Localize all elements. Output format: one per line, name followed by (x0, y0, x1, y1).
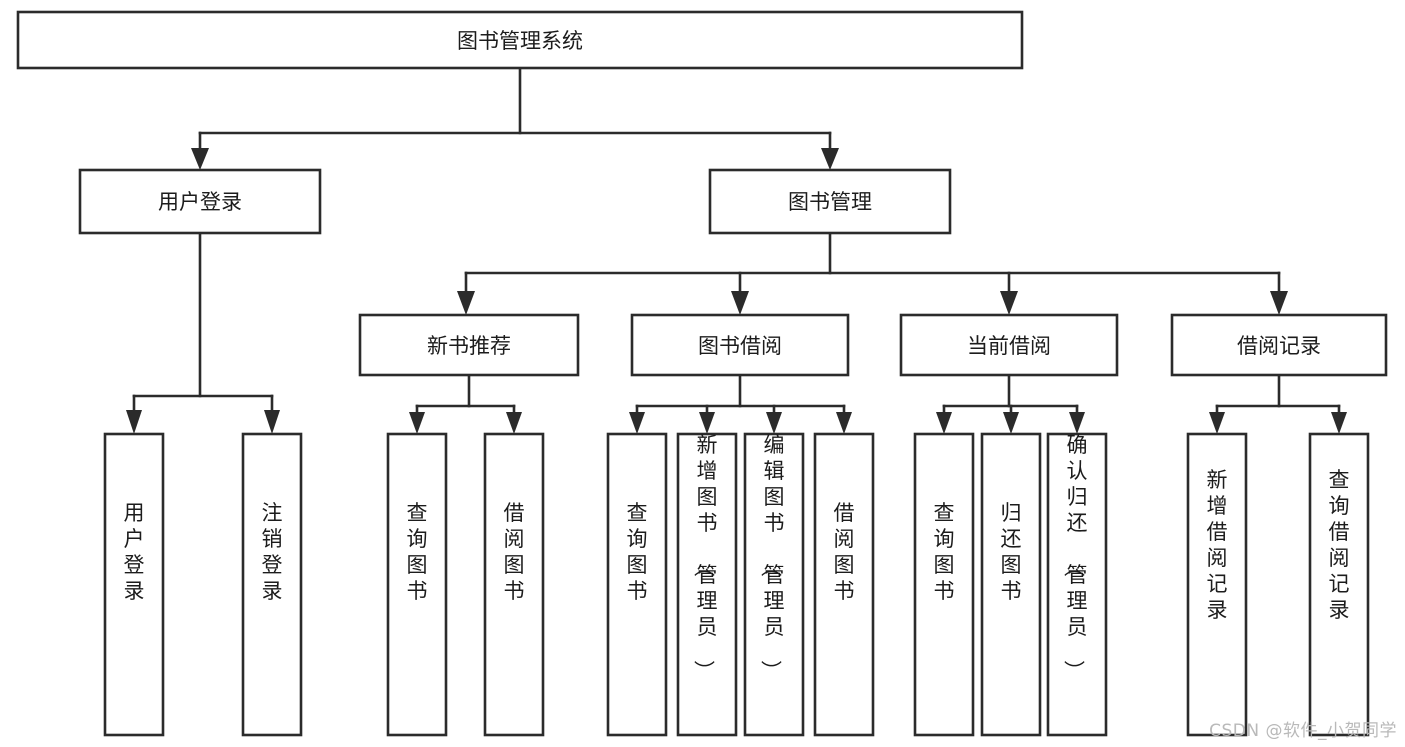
node-leaf-add-book-label: 新增图书（管理员） (692, 433, 718, 681)
node-leaf-query-book-1-label: 查询图书 (407, 501, 428, 603)
node-borrow-record[interactable]: 借阅记录 (1170, 313, 1388, 377)
arrow-head-user-login (191, 148, 209, 170)
node-book-manage-box[interactable] (708, 168, 952, 235)
node-leaf-query-book-3-label: 查询图书 (934, 501, 955, 603)
node-leaf-confirm-return-box[interactable] (1046, 432, 1108, 737)
node-book-manage[interactable]: 图书管理 (708, 168, 952, 235)
node-root-box[interactable] (16, 10, 1024, 70)
node-leaf-borrow-book-2[interactable]: 借阅图书 (813, 432, 875, 737)
node-leaf-borrow-book-1-box[interactable] (483, 432, 545, 737)
node-leaf-query-book-2-label: 查询图书 (627, 501, 648, 603)
arrow-head-leaf-query-book-3 (936, 412, 952, 434)
arrow-head-leaf-return-book (1003, 412, 1019, 434)
node-leaf-confirm-return[interactable]: 确认归还（管理员） (1046, 432, 1108, 737)
node-leaf-query-book-3[interactable]: 查询图书 (913, 432, 975, 737)
node-leaf-logout[interactable]: 注销登录 (241, 432, 303, 737)
arrow-head-leaf-query-book-1 (409, 412, 425, 434)
node-leaf-query-book-2-box[interactable] (606, 432, 668, 737)
arrow-head-current-borrow (1000, 291, 1018, 315)
arrow-head-leaf-add-book (699, 412, 715, 434)
arrow-head-leaf-borrow-book-1 (506, 412, 522, 434)
node-leaf-add-book[interactable]: 新增图书（管理员） (676, 432, 738, 737)
node-book-manage-label: 图书管理 (788, 190, 872, 214)
node-leaf-return-book-label: 归还图书 (1001, 501, 1022, 603)
node-user-login-box[interactable] (78, 168, 322, 235)
node-leaf-user-login-label: 用户登录 (124, 501, 145, 603)
node-leaf-borrow-book-1-label: 借阅图书 (504, 501, 525, 603)
node-leaf-borrow-book-2-box[interactable] (813, 432, 875, 737)
node-root-label: 图书管理系统 (457, 29, 583, 53)
node-current-borrow-box[interactable] (899, 313, 1119, 377)
node-new-book-recommend-box[interactable] (358, 313, 580, 377)
node-user-login-label: 用户登录 (158, 190, 242, 214)
node-book-borrow-box[interactable] (630, 313, 850, 377)
node-leaf-query-book-1[interactable]: 查询图书 (386, 432, 448, 737)
arrow-head-leaf-query-book-2 (629, 412, 645, 434)
node-leaf-query-book-2[interactable]: 查询图书 (606, 432, 668, 737)
node-leaf-return-book-box[interactable] (980, 432, 1042, 737)
node-leaf-add-record-label: 新增借阅记录 (1207, 468, 1228, 622)
node-leaf-user-login[interactable]: 用户登录 (103, 432, 165, 737)
node-new-book-recommend[interactable]: 新书推荐 (358, 313, 580, 377)
node-leaf-edit-book-label: 编辑图书（管理员） (759, 433, 785, 681)
arrow-head-book-borrow (731, 291, 749, 315)
node-leaf-query-record[interactable]: 查询借阅记录 (1308, 432, 1370, 737)
arrow-head-leaf-borrow-book-2 (836, 412, 852, 434)
node-leaf-edit-book[interactable]: 编辑图书（管理员） (743, 432, 805, 737)
arrow-head-leaf-confirm-return (1069, 412, 1085, 434)
node-book-borrow-label: 图书借阅 (698, 334, 782, 358)
node-leaf-query-record-label: 查询借阅记录 (1329, 468, 1350, 622)
node-leaf-query-book-1-box[interactable] (386, 432, 448, 737)
node-leaf-logout-label: 注销登录 (262, 501, 283, 603)
arrow-head-book-manage (821, 148, 839, 170)
node-leaf-user-login-box[interactable] (103, 432, 165, 737)
node-current-borrow[interactable]: 当前借阅 (899, 313, 1119, 377)
node-current-borrow-label: 当前借阅 (967, 334, 1051, 358)
node-borrow-record-box[interactable] (1170, 313, 1388, 377)
arrow-head-leaf-add-record (1209, 412, 1225, 434)
node-leaf-logout-box[interactable] (241, 432, 303, 737)
node-leaf-confirm-return-label: 确认归还（管理员） (1062, 433, 1088, 681)
node-leaf-query-record-box[interactable] (1308, 432, 1370, 737)
node-leaf-query-book-3-box[interactable] (913, 432, 975, 737)
node-leaf-add-record[interactable]: 新增借阅记录 (1186, 432, 1248, 737)
arrow-head-borrow-record (1270, 291, 1288, 315)
node-borrow-record-label: 借阅记录 (1237, 334, 1321, 358)
node-leaf-edit-book-box[interactable] (743, 432, 805, 737)
node-leaf-borrow-book-1[interactable]: 借阅图书 (483, 432, 545, 737)
arrow-head-leaf-user-login (126, 410, 142, 434)
node-root[interactable]: 图书管理系统 (16, 10, 1024, 70)
connector-layer (126, 66, 1347, 434)
node-leaf-return-book[interactable]: 归还图书 (980, 432, 1042, 737)
arrow-head-leaf-edit-book (766, 412, 782, 434)
node-leaf-add-book-box[interactable] (676, 432, 738, 737)
arrow-head-new-book-recommend (457, 291, 475, 315)
node-leaf-borrow-book-2-label: 借阅图书 (834, 501, 855, 603)
node-user-login[interactable]: 用户登录 (78, 168, 322, 235)
node-book-borrow[interactable]: 图书借阅 (630, 313, 850, 377)
node-leaf-add-record-box[interactable] (1186, 432, 1248, 737)
node-new-book-recommend-label: 新书推荐 (427, 334, 511, 358)
arrow-head-leaf-query-record (1331, 412, 1347, 434)
arrow-head-leaf-logout (264, 410, 280, 434)
